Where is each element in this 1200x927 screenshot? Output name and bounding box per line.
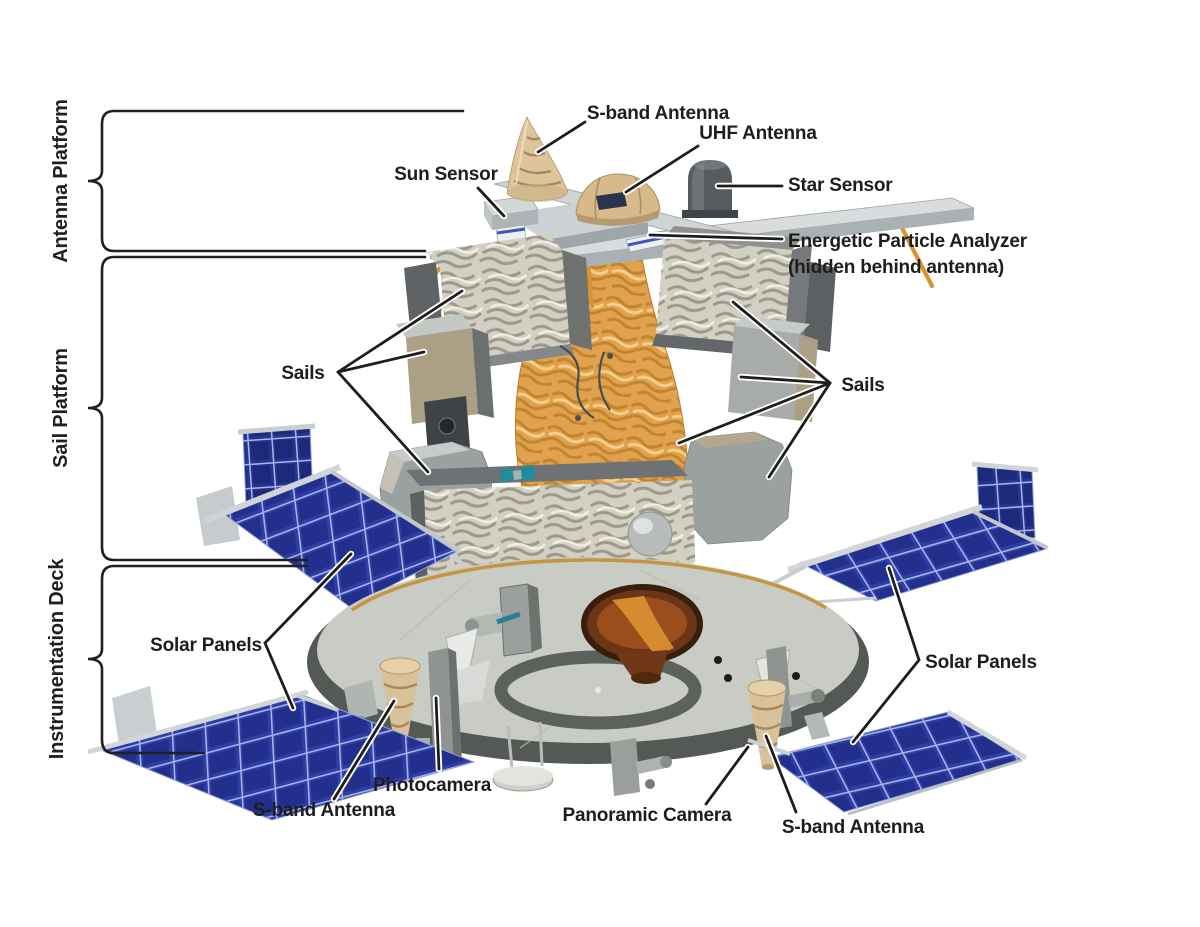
label-sails-right: Sails — [841, 375, 884, 396]
s-band-antenna-cone-top — [506, 116, 568, 202]
instrument-deck — [307, 557, 869, 796]
label-sun-sensor: Sun Sensor — [394, 164, 498, 185]
label-energetic-particle-analyzer: Energetic Particle Analyzer — [788, 231, 1028, 252]
label-sails-left: Sails — [281, 363, 324, 384]
label-solar-panels-right: Solar Panels — [925, 652, 1037, 673]
solar-panel-upper-left — [196, 423, 504, 608]
s-band-cone-lower-left — [379, 657, 421, 752]
deck-instrument-center — [465, 583, 542, 657]
section-label-instrumentation-deck: Instrumentation Deck — [46, 558, 68, 760]
label-panoramic-camera: Panoramic Camera — [563, 805, 733, 826]
star-sensor-cylinder — [682, 160, 738, 218]
solar-panel-upper-right — [745, 461, 1049, 608]
pressure-sphere — [627, 511, 673, 557]
label-solar-panels-left: Solar Panels — [150, 635, 262, 656]
label-s-band-antenna-lower-left: S-band Antenna — [253, 800, 396, 821]
deck-instrument-bottom — [610, 738, 672, 796]
cabling — [559, 345, 613, 421]
label-s-band-antenna-lower-right: S-band Antenna — [782, 817, 925, 838]
sail-box-mid-right — [728, 316, 818, 422]
deck-dish-legs — [492, 721, 554, 792]
section-label-antenna-platform: Antenna Platform — [50, 99, 72, 262]
label-energetic-particle-analyzer-note: (hidden behind antenna) — [788, 257, 1004, 278]
solar-panel-lower-right — [747, 709, 1028, 816]
deck-inner-ring — [494, 650, 702, 730]
label-star-sensor: Star Sensor — [788, 175, 893, 196]
sail-box-lower-right — [683, 431, 793, 545]
brace-instrumentation-deck — [87, 564, 309, 755]
label-photocamera: Photocamera — [373, 775, 492, 796]
brace-sail-platform — [87, 255, 427, 562]
section-label-sail-platform: Sail Platform — [50, 348, 72, 468]
label-uhf-antenna: UHF Antenna — [699, 123, 817, 144]
deck-horn-antenna — [581, 584, 703, 684]
label-s-band-antenna-top: S-band Antenna — [587, 103, 730, 124]
camera-box-left — [424, 396, 470, 454]
brace-antenna-platform — [87, 109, 465, 253]
teal-connector — [500, 465, 535, 482]
leader-lines — [261, 118, 923, 816]
